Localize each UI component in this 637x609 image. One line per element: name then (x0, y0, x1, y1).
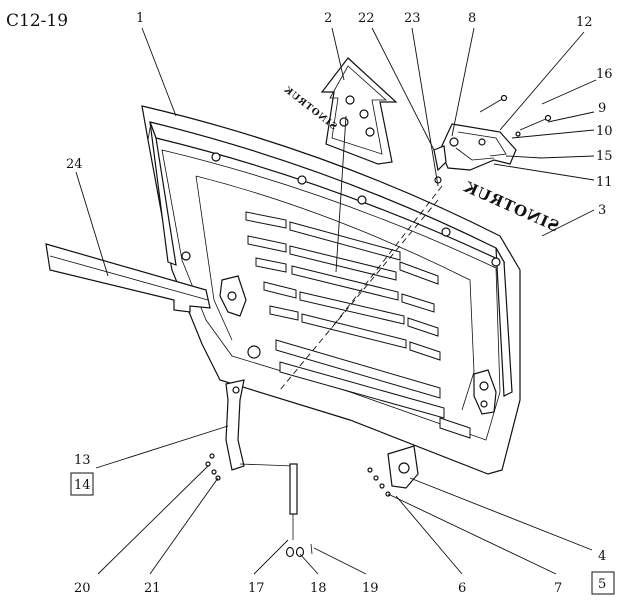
callout-14-box (70, 472, 94, 496)
assembly-centerlines (279, 185, 443, 391)
callout-23: 23 (404, 11, 421, 26)
callout-6: 6 (458, 581, 466, 596)
callout-18: 18 (310, 581, 327, 596)
callout-12: 12 (576, 15, 593, 30)
trim-strip (45, 243, 211, 313)
callout-8: 8 (468, 11, 476, 26)
callout-5: 5 (598, 577, 606, 592)
callout-21: 21 (144, 581, 161, 596)
callout-9: 9 (598, 101, 606, 116)
callout-15: 15 (596, 149, 613, 164)
callout-14: 14 (74, 478, 91, 493)
callout-17: 17 (248, 581, 265, 596)
emblem-badge: SINOTRUK (281, 57, 398, 165)
right-hinge (473, 369, 497, 415)
callout-13: 13 (74, 453, 91, 468)
callout-4: 4 (598, 549, 606, 564)
callout-16: 16 (596, 67, 613, 82)
callout-10: 10 (596, 124, 613, 139)
callout-22: 22 (358, 11, 375, 26)
part-callouts: 1 2 22 23 8 12 16 9 10 15 11 3 24 13 14 … (66, 11, 615, 596)
callout-24: 24 (66, 157, 83, 172)
figure-code: C12-19 (6, 11, 68, 31)
callout-5-box (591, 571, 615, 595)
support-arm (225, 379, 313, 558)
bracket-bolts (479, 94, 552, 159)
callout-2: 2 (324, 11, 332, 26)
callout-1: 1 (136, 11, 144, 26)
leader-lines (75, 27, 597, 575)
callout-20: 20 (74, 581, 91, 596)
callout-3: 3 (598, 203, 606, 218)
left-hinge (219, 275, 261, 359)
callout-11: 11 (596, 175, 613, 190)
grille-slats (245, 211, 471, 439)
callout-19: 19 (362, 581, 379, 596)
callout-7: 7 (554, 581, 562, 596)
lower-bracket (205, 445, 419, 497)
latch-bracket (433, 123, 517, 184)
